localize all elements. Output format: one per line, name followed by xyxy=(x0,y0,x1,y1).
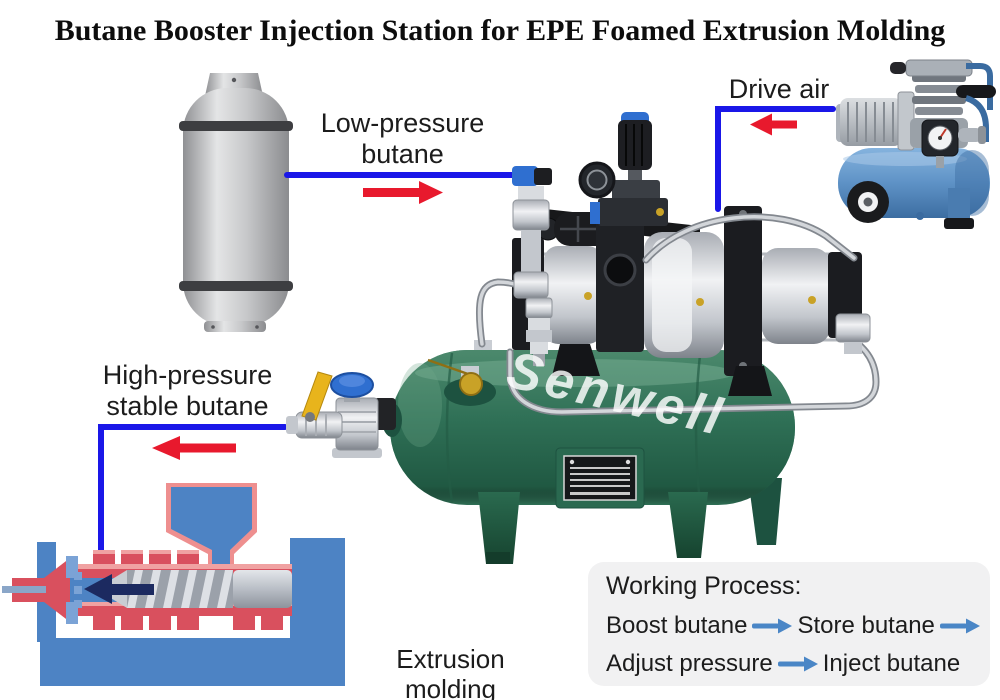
booster-pump-station-illustration xyxy=(286,112,880,564)
air-compressor-illustration xyxy=(836,59,996,229)
air-regulator-and-gauge xyxy=(578,112,668,226)
outlet-valve-assembly xyxy=(286,371,402,458)
flow-lines xyxy=(98,106,836,554)
extrusion-machine-illustration xyxy=(2,483,345,686)
gas-booster-pump xyxy=(475,112,880,416)
inlet-fitting xyxy=(512,166,553,366)
drive-air-line xyxy=(715,106,836,212)
flow-arrow-icon xyxy=(777,656,818,672)
butane-cylinder-illustration xyxy=(179,73,293,332)
label-low-pressure-butane: Low-pressure butane xyxy=(320,108,485,170)
process-step: Store butane xyxy=(797,611,935,639)
page-title: Butane Booster Injection Station for EPE… xyxy=(54,14,946,47)
arrow-left-icon xyxy=(750,113,797,136)
butane-storage-tank xyxy=(390,340,795,564)
high-pressure-line xyxy=(98,424,288,554)
flow-direction-arrows xyxy=(152,113,797,460)
working-process-heading: Working Process: xyxy=(606,572,802,600)
label-extrusion-molding: Extrusion molding xyxy=(396,644,505,700)
working-process-panel: Working Process: Boost butane Store buta… xyxy=(588,562,990,686)
flow-arrow-icon xyxy=(939,618,980,633)
process-step: Inject butane xyxy=(822,650,961,677)
process-step: Adjust pressure xyxy=(606,650,773,677)
label-high-pressure-stable-butane: High-pressure stable butane xyxy=(102,360,273,422)
working-process-row-2: Adjust pressure Inject butane xyxy=(606,650,974,678)
flow-arrow-icon xyxy=(752,618,793,633)
label-drive-air: Drive air xyxy=(728,74,830,104)
working-process-row-1: Boost butane Store butane xyxy=(606,611,980,640)
process-step: Boost butane xyxy=(606,611,748,639)
arrow-left-icon xyxy=(152,436,236,460)
arrow-right-icon xyxy=(363,181,443,204)
